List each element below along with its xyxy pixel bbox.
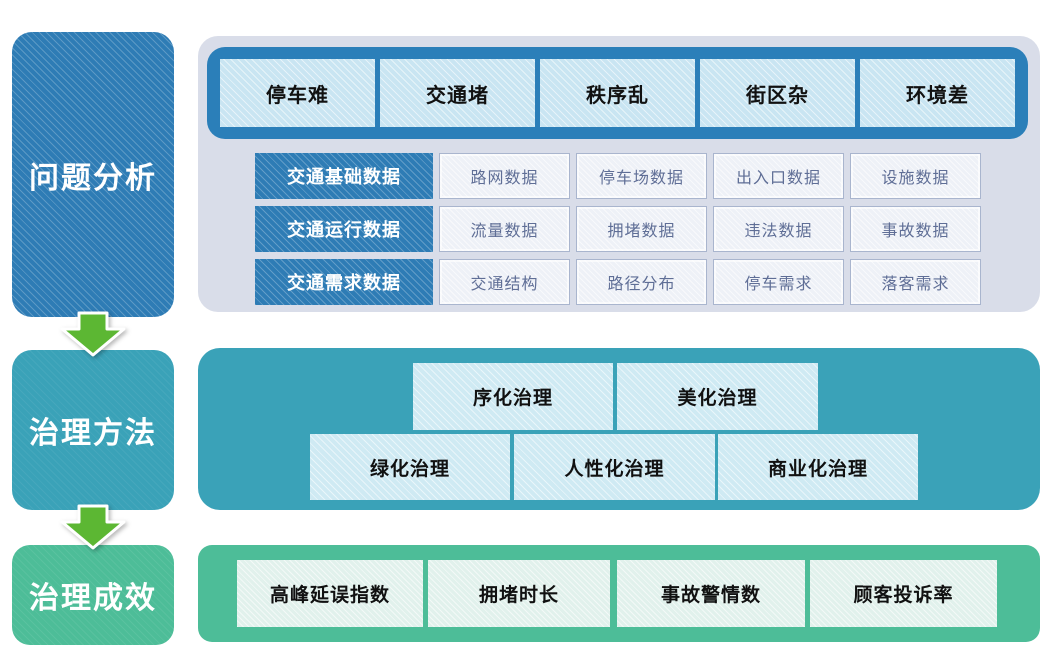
- problem-analysis-panel: 停车难 交通堵 秩序乱 街区杂 环境差 交通基础数据 路网数据 停车场数据 出入…: [198, 36, 1040, 312]
- data-row-demand: 交通需求数据 交通结构 路径分布 停车需求 落客需求: [255, 259, 981, 305]
- method-box: 商业化治理: [718, 434, 918, 500]
- problem-box: 街区杂: [700, 59, 855, 127]
- stage-governance-methods: 治理方法: [12, 350, 174, 510]
- method-box: 绿化治理: [310, 434, 510, 500]
- metric-box: 拥堵时长: [428, 560, 610, 627]
- problem-box: 交通堵: [380, 59, 535, 127]
- metric-box: 顾客投诉率: [810, 560, 997, 627]
- stage-governance-results: 治理成效: [12, 545, 174, 645]
- data-row-operation: 交通运行数据 流量数据 拥堵数据 违法数据 事故数据: [255, 206, 981, 252]
- method-box: 美化治理: [617, 363, 818, 430]
- data-cell: 落客需求: [850, 259, 981, 305]
- stage-label: 问题分析: [29, 161, 157, 195]
- metric-box: 事故警情数: [617, 560, 805, 627]
- data-cell: 设施数据: [850, 153, 981, 199]
- data-cell: 流量数据: [439, 206, 570, 252]
- row-header: 交通需求数据: [255, 259, 433, 305]
- problem-box: 秩序乱: [540, 59, 695, 127]
- row-header: 交通基础数据: [255, 153, 433, 199]
- metric-box: 高峰延误指数: [237, 560, 423, 627]
- data-row-basic: 交通基础数据 路网数据 停车场数据 出入口数据 设施数据: [255, 153, 981, 199]
- data-cell: 拥堵数据: [576, 206, 707, 252]
- data-cell: 事故数据: [850, 206, 981, 252]
- problem-frame: 停车难 交通堵 秩序乱 街区杂 环境差: [207, 47, 1028, 139]
- method-box: 人性化治理: [514, 434, 715, 500]
- method-box: 序化治理: [413, 363, 613, 430]
- data-cell: 交通结构: [439, 259, 570, 305]
- data-cell: 违法数据: [713, 206, 844, 252]
- data-cell: 停车需求: [713, 259, 844, 305]
- row-header: 交通运行数据: [255, 206, 433, 252]
- data-cell: 停车场数据: [576, 153, 707, 199]
- problem-box: 停车难: [220, 59, 375, 127]
- data-cell: 路径分布: [576, 259, 707, 305]
- stage-label: 治理方法: [29, 417, 157, 450]
- stage-problem-analysis: 问题分析: [12, 32, 174, 317]
- stage-label: 治理成效: [29, 582, 157, 615]
- data-cell: 出入口数据: [713, 153, 844, 199]
- governance-results-panel: 高峰延误指数 拥堵时长 事故警情数 顾客投诉率: [198, 545, 1040, 642]
- problem-box: 环境差: [860, 59, 1015, 127]
- down-arrow-icon: [60, 311, 126, 357]
- data-cell: 路网数据: [439, 153, 570, 199]
- down-arrow-icon: [60, 504, 126, 550]
- traffic-data-grid: 交通基础数据 路网数据 停车场数据 出入口数据 设施数据 交通运行数据 流量数据…: [255, 153, 981, 305]
- governance-methods-panel: 序化治理 美化治理 绿化治理 人性化治理 商业化治理: [198, 348, 1040, 510]
